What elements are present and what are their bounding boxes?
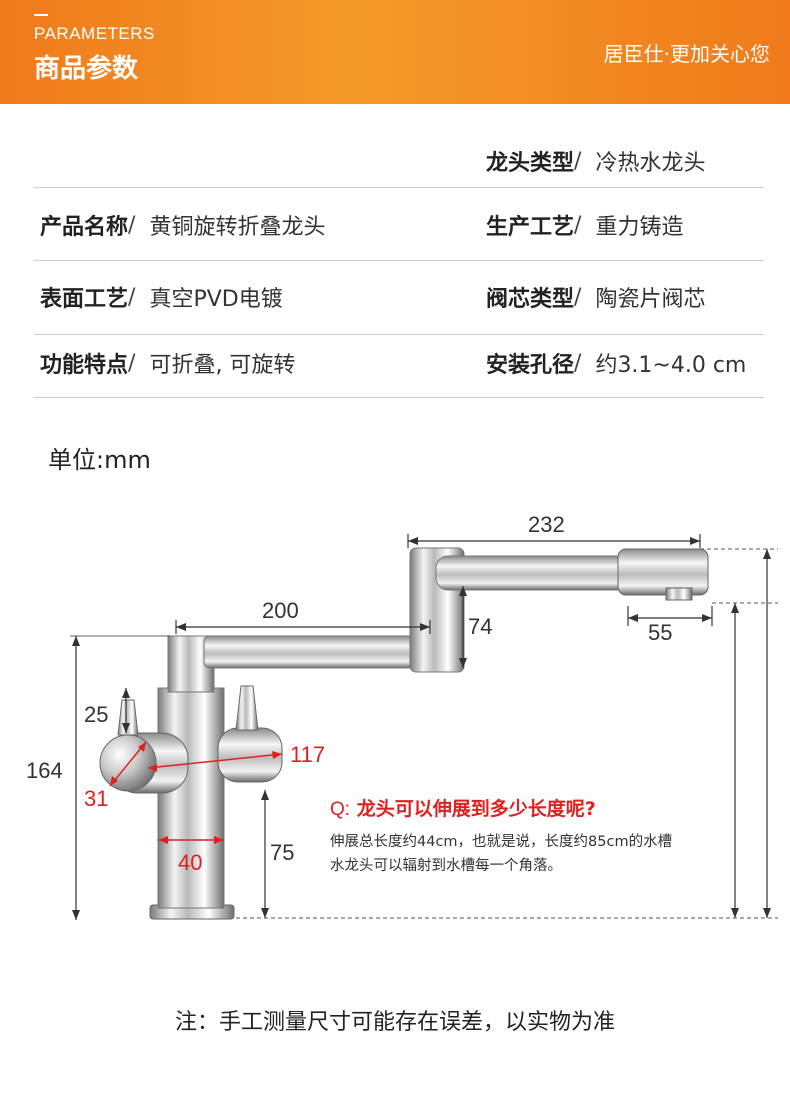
- unit-label: 单位:mm: [48, 446, 151, 474]
- param-label: 阀芯类型: [486, 287, 575, 312]
- divider: [34, 334, 764, 335]
- param-value: 重力铸造: [595, 215, 684, 240]
- dim-label-164: 164: [26, 758, 63, 783]
- dim-line-31: [109, 741, 147, 787]
- dim-line-117: [147, 753, 283, 769]
- qa-answer-line: 水龙头可以辐射到水槽每一个角落。: [330, 858, 562, 874]
- param-core-type: 阀芯类型/ 陶瓷片阀芯: [486, 262, 705, 332]
- divider: [34, 187, 764, 188]
- param-process: 生产工艺/ 重力铸造: [486, 190, 683, 260]
- header-cn-title: 商品参数: [34, 54, 139, 84]
- param-separator: /: [574, 212, 582, 238]
- param-value: 陶瓷片阀芯: [595, 287, 706, 312]
- param-value: 真空PVD电镀: [149, 287, 283, 312]
- qa-answer-line: 伸展总长度约44cm，也就是说，长度约85cm的水槽: [330, 834, 673, 850]
- qa-question-text: 龙头可以伸展到多少长度呢?: [356, 798, 596, 820]
- param-value: 约3.1~4.0 cm: [595, 353, 747, 378]
- param-product-name: 产品名称/ 黄铜旋转折叠龙头: [40, 190, 325, 260]
- header-banner: PARAMETERS 商品参数 居臣仕·更加关心您: [0, 0, 790, 104]
- header-slogan: 居臣仕·更加关心您: [603, 42, 770, 66]
- dim-label-200: 200: [262, 598, 299, 623]
- dim-label-31: 31: [84, 786, 108, 811]
- qa-question: Q: 龙头可以伸展到多少长度呢?: [330, 794, 596, 821]
- dim-label-232: 232: [528, 512, 565, 537]
- param-label: 表面工艺: [40, 287, 129, 312]
- param-label: 功能特点: [40, 353, 129, 378]
- param-faucet-type: 龙头类型/ 冷热水龙头: [486, 126, 705, 196]
- param-label: 生产工艺: [486, 215, 575, 240]
- param-value: 冷热水龙头: [595, 151, 706, 176]
- qa-prefix: Q:: [330, 799, 351, 820]
- dim-label-74: 74: [468, 614, 492, 639]
- dim-label-117: 117: [290, 742, 325, 767]
- header-accent-mark: [34, 14, 48, 16]
- header-en-title: PARAMETERS: [34, 24, 155, 43]
- dim-label-25: 25: [84, 702, 108, 727]
- qa-answer: 伸展总长度约44cm，也就是说，长度约85cm的水槽 水龙头可以辐射到水槽每一个…: [330, 830, 750, 878]
- faucet-body: [99, 547, 709, 920]
- param-row-4: 功能特点/可折叠, 可旋转 安装孔径/约3.1~4.0 cm: [0, 328, 790, 398]
- param-separator: /: [574, 148, 582, 174]
- param-row-1: 龙头类型/ 冷热水龙头: [0, 126, 790, 196]
- footer-note: 注：手工测量尺寸可能存在误差，以实物为准: [174, 1010, 615, 1035]
- param-separator: /: [574, 350, 582, 376]
- dim-label-55: 55: [648, 620, 672, 645]
- param-row-3: 表面工艺/真空PVD电镀 阀芯类型/陶瓷片阀芯: [0, 262, 790, 332]
- param-label: 安装孔径: [486, 353, 575, 378]
- dim-label-40: 40: [178, 850, 202, 875]
- param-features: 功能特点/ 可折叠, 可旋转: [40, 328, 295, 398]
- param-value: 黄铜旋转折叠龙头: [149, 215, 326, 240]
- divider: [34, 260, 764, 261]
- param-label: 产品名称: [40, 215, 129, 240]
- dim-label-75: 75: [270, 840, 294, 865]
- param-separator: /: [128, 350, 136, 376]
- param-hole: 安装孔径/ 约3.1~4.0 cm: [486, 328, 746, 398]
- param-row-2: 产品名称/黄铜旋转折叠龙头 生产工艺/重力铸造: [0, 190, 790, 260]
- param-separator: /: [574, 284, 582, 310]
- param-separator: /: [128, 212, 136, 238]
- param-surface: 表面工艺/ 真空PVD电镀: [40, 262, 283, 332]
- param-label: 龙头类型: [486, 151, 575, 176]
- param-separator: /: [128, 284, 136, 310]
- param-value: 可折叠, 可旋转: [149, 353, 296, 378]
- divider: [34, 397, 764, 398]
